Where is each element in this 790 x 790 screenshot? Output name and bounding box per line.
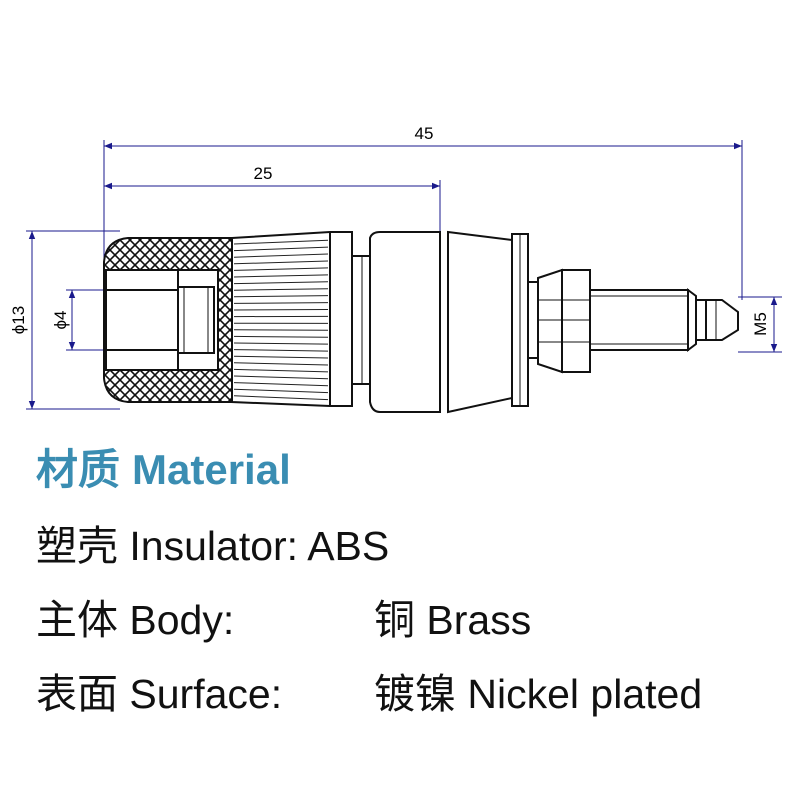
rib-line <box>233 349 329 352</box>
spec-label-en: Body: <box>129 597 235 643</box>
material-heading-en: Material <box>132 446 291 493</box>
rib-line <box>233 253 329 258</box>
spec-row-body: 主体 Body: 铜 Brass <box>36 586 531 646</box>
rib-line <box>233 382 329 387</box>
hex-nut-left <box>537 268 563 374</box>
spec-value: ABS <box>307 523 390 569</box>
rib-line <box>233 368 329 373</box>
rib-line <box>233 260 329 265</box>
spec-label-en: Insulator: <box>129 523 299 569</box>
washer-left <box>369 231 441 413</box>
rib-line <box>233 302 329 304</box>
dim-label-m5: M5 <box>751 312 770 336</box>
spec-row-surface: 表面 Surface: 镀镍 Nickel plated <box>36 660 702 720</box>
rib-line <box>233 246 329 252</box>
spec-value-cn: 镀镍 <box>374 671 456 717</box>
material-heading-cn: 材质 <box>36 446 121 493</box>
rib-line <box>233 355 329 359</box>
rib-line <box>233 309 329 311</box>
insulator-cap-ribbed <box>231 231 353 407</box>
flange <box>511 233 539 407</box>
spec-value-cn: 铜 <box>374 597 415 643</box>
spec-value-en: Nickel plated <box>467 671 703 717</box>
dim-label-45: 45 <box>415 124 434 143</box>
spec-row-insulator: 塑壳 Insulator: ABS <box>36 512 389 572</box>
dimension-lines <box>28 142 778 409</box>
rib-line <box>233 375 329 380</box>
spec-value-en: Brass <box>426 597 532 643</box>
rib-line <box>233 335 329 338</box>
rib-line <box>233 395 329 401</box>
rib-line <box>233 267 329 271</box>
spec-label-cn: 表面 <box>36 671 118 717</box>
body-collar <box>351 255 371 385</box>
spec-label-cn: 主体 <box>36 597 118 643</box>
washer-right <box>447 230 513 414</box>
rib-line <box>233 239 329 245</box>
spec-value: 铜 Brass <box>374 586 531 646</box>
insulator-cap-section <box>103 237 233 403</box>
spec-value: 镀镍 Nickel plated <box>374 660 702 720</box>
dim-label-25: 25 <box>254 164 273 183</box>
rib-line <box>233 295 329 298</box>
rib-line <box>233 362 329 366</box>
rib-line <box>233 288 329 291</box>
threaded-stud <box>589 288 739 352</box>
rib-line <box>233 281 329 285</box>
hex-nut-right <box>561 269 591 373</box>
rib-line <box>233 388 329 394</box>
binding-post-technical-drawing: 45 25 ϕ13 ϕ4 M5 <box>9 124 782 414</box>
dim-label-13: ϕ13 <box>9 306 28 334</box>
rib-line <box>233 342 329 345</box>
dim-label-4: ϕ4 <box>51 311 70 330</box>
spec-label-en: Surface: <box>129 671 283 717</box>
rib-line <box>233 274 329 278</box>
spec-label-cn: 塑壳 <box>36 523 118 569</box>
